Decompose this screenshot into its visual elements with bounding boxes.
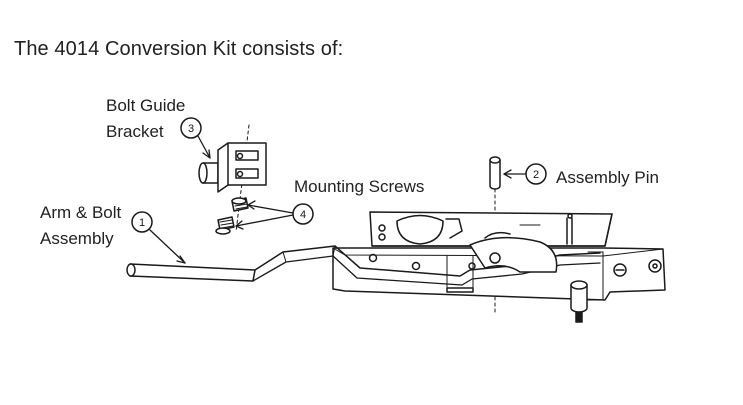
callout-4-number: 4 [300, 209, 306, 221]
assembly-pin [489, 156, 501, 190]
arm-bolt-label-line2: Assembly [40, 229, 114, 248]
page-title: The 4014 Conversion Kit consists of: [14, 38, 344, 60]
bolt-guide-label-line2: Bracket [106, 122, 164, 141]
bolt-guide-bracket [198, 142, 267, 193]
callout-2: 2 [503, 163, 547, 185]
bolt-guide-label-line1: Bolt Guide [106, 96, 186, 115]
callout-3: 3 [180, 117, 211, 159]
mounting-screws [215, 197, 249, 235]
callout-2-number: 2 [533, 169, 539, 181]
lock-body [332, 211, 666, 323]
callout-4: 4 [235, 200, 314, 230]
assembly-pin-label: Assembly Pin [556, 168, 659, 187]
arm-bolt-label-line1: Arm & Bolt [40, 203, 122, 222]
callout-1: 1 [131, 211, 186, 264]
arm-and-bolt-assembly [126, 231, 601, 286]
mounting-screws-label: Mounting Screws [294, 177, 425, 196]
callout-1-number: 1 [139, 217, 145, 229]
callout-3-number: 3 [188, 123, 194, 135]
